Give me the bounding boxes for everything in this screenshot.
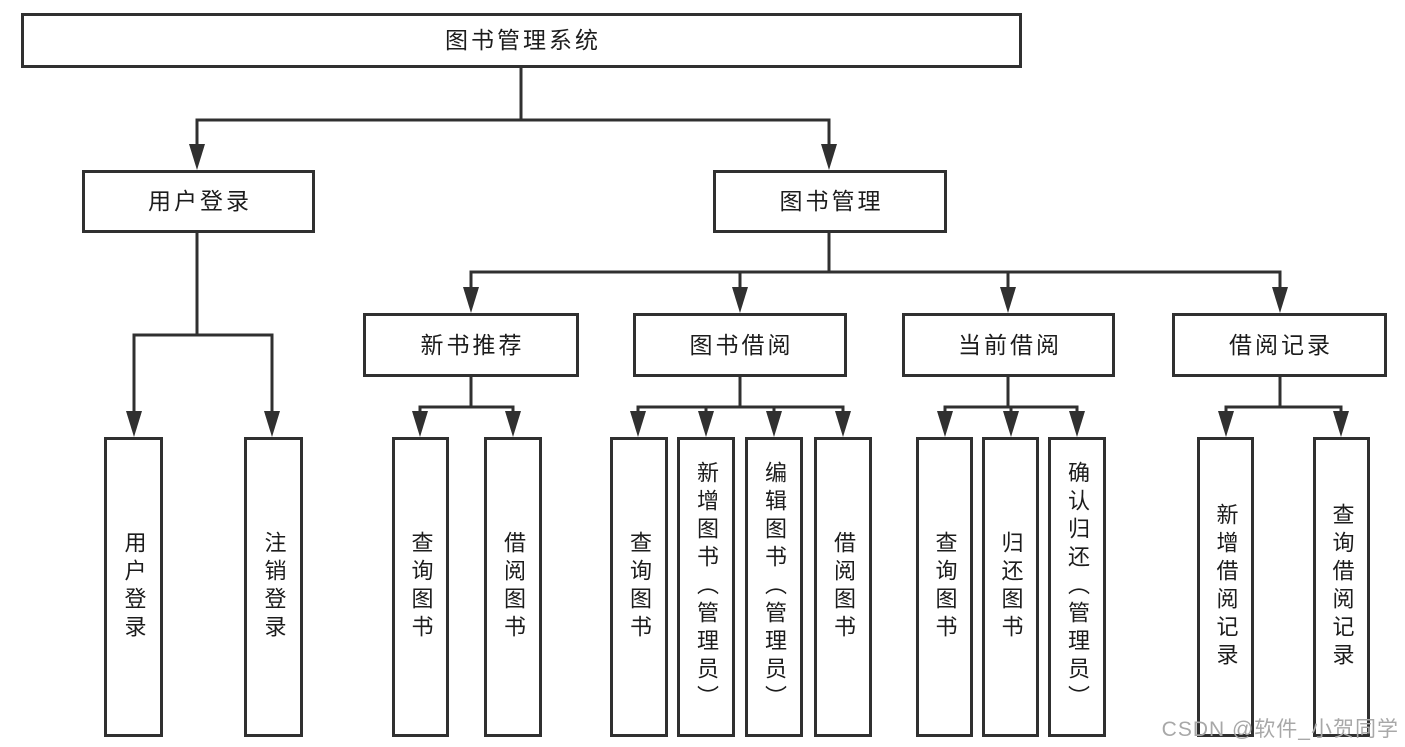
node-book-borrow-label: 图书借阅 <box>689 331 794 358</box>
leaf-query-book-2-label: 查询图书 <box>627 531 652 643</box>
node-borrow-record: 借阅记录 <box>1172 313 1387 377</box>
leaf-edit-book-label: 编辑图书（管理员） <box>762 461 787 713</box>
leaf-query-record: 查询借阅记录 <box>1313 437 1370 737</box>
leaf-query-book-3: 查询图书 <box>916 437 973 737</box>
leaf-user-login-label: 用户登录 <box>121 531 147 643</box>
leaf-add-record-label: 新增借阅记录 <box>1213 503 1239 671</box>
leaf-return-book-label: 归还图书 <box>998 531 1024 643</box>
leaf-query-book-2: 查询图书 <box>610 437 668 737</box>
leaf-query-book-1: 查询图书 <box>392 437 449 737</box>
leaf-borrow-book-2-label: 借阅图书 <box>831 531 856 643</box>
node-book-management: 图书管理 <box>713 170 947 233</box>
node-current-borrow: 当前借阅 <box>902 313 1115 377</box>
leaf-borrow-book-2: 借阅图书 <box>814 437 872 737</box>
node-new-book-recommend: 新书推荐 <box>363 313 579 377</box>
leaf-query-book-3-label: 查询图书 <box>932 531 958 643</box>
node-user-login: 用户登录 <box>82 170 315 233</box>
leaf-edit-book: 编辑图书（管理员） <box>745 437 803 737</box>
leaf-return-book: 归还图书 <box>982 437 1039 737</box>
leaf-confirm-return-label: 确认归还（管理员） <box>1065 461 1090 713</box>
node-book-borrow: 图书借阅 <box>633 313 847 377</box>
leaf-add-book: 新增图书（管理员） <box>677 437 735 737</box>
node-current-borrow-label: 当前借阅 <box>958 331 1062 358</box>
leaf-borrow-book-1: 借阅图书 <box>484 437 542 737</box>
node-borrow-record-label: 借阅记录 <box>1229 331 1333 358</box>
leaf-user-login: 用户登录 <box>104 437 163 737</box>
leaf-query-record-label: 查询借阅记录 <box>1329 503 1355 671</box>
leaf-query-book-1-label: 查询图书 <box>408 531 434 643</box>
leaf-logout: 注销登录 <box>244 437 303 737</box>
node-user-login-label: 用户登录 <box>148 188 252 214</box>
node-book-management-label: 图书管理 <box>779 188 884 214</box>
node-root: 图书管理系统 <box>21 13 1022 68</box>
leaf-add-book-label: 新增图书（管理员） <box>694 461 719 713</box>
leaf-confirm-return: 确认归还（管理员） <box>1048 437 1106 737</box>
leaf-borrow-book-1-label: 借阅图书 <box>501 531 526 643</box>
leaf-logout-label: 注销登录 <box>261 531 287 643</box>
csdn-watermark: CSDN @软件_小贺同学 <box>1161 718 1399 741</box>
node-root-label: 图书管理系统 <box>445 27 601 53</box>
leaf-add-record: 新增借阅记录 <box>1197 437 1254 737</box>
node-new-book-recommend-label: 新书推荐 <box>420 331 525 358</box>
